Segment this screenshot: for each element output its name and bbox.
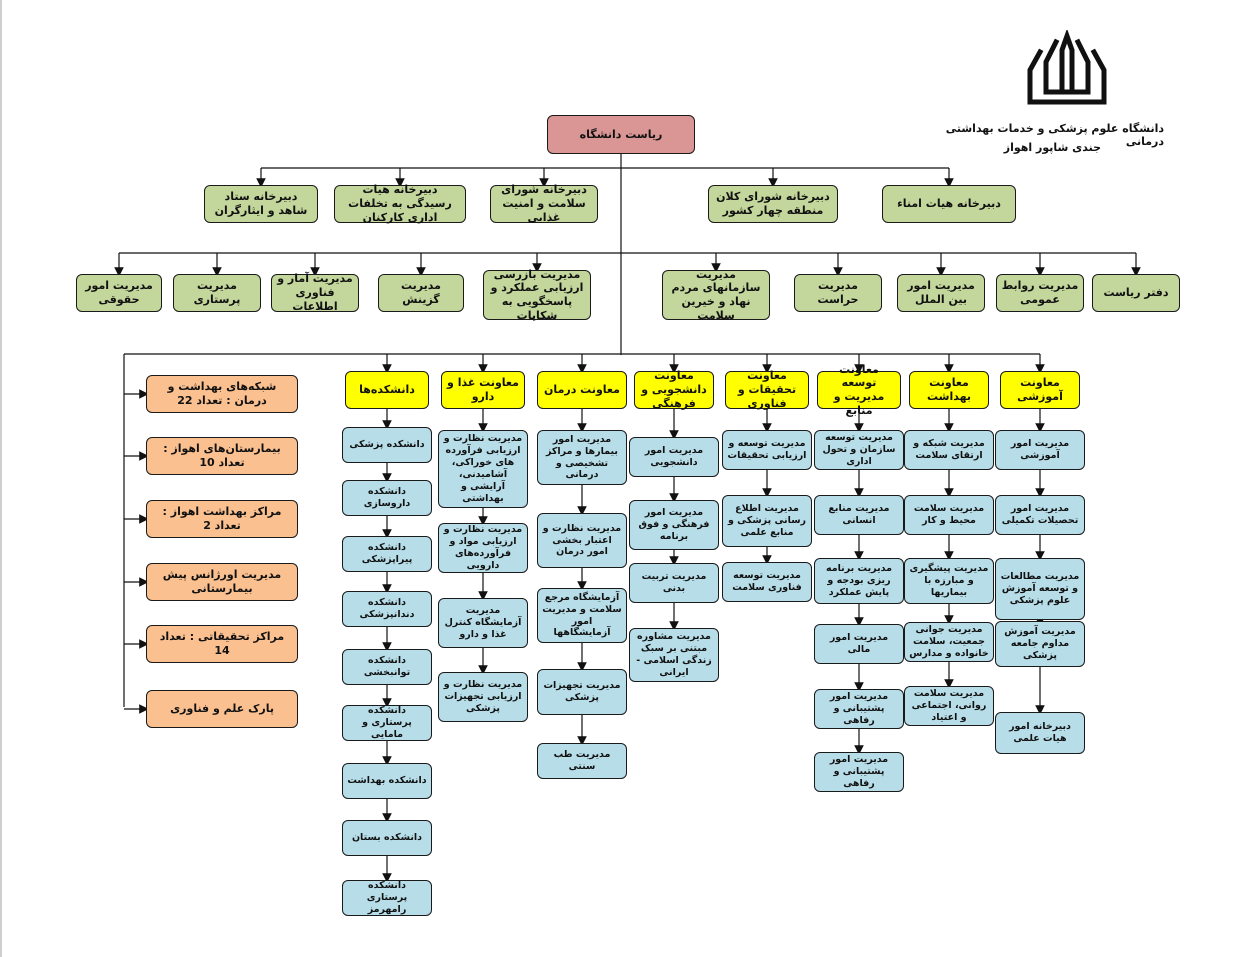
office-box: مدیریت امور حقوقی	[76, 274, 162, 312]
unit-box: مدیریت اطلاع رسانی پزشکی و منابع علمی	[722, 495, 812, 547]
unit-box: دانشکده دندانپزشکی	[342, 591, 432, 627]
unit-box: آزمایشگاه مرجع سلامت و مدیریت امور آزمای…	[537, 588, 627, 643]
unit-box: مدیریت سلامت روانی، اجتماعی و اعتیاد	[904, 686, 994, 726]
unit-box: مدیریت توسعه سازمان و تحول اداری	[814, 430, 904, 470]
unit-box: مدیریت امور پشتیبانی و رفاهی	[814, 752, 904, 792]
unit-box: مدیریت منابع انسانی	[814, 495, 904, 535]
university-name-line2: جندی شاپور اهواز	[1003, 141, 1101, 154]
stat-box: بیمارستان‌های اهواز : تعداد 10	[146, 437, 298, 475]
council-box: دبیرخانه هیات رسیدگی به تخلفات اداری کار…	[334, 183, 466, 224]
stat-box: مراکز بهداشت اهواز : تعداد 2	[146, 500, 298, 538]
unit-box: مدیریت شبکه و ارتقای سلامت	[904, 430, 994, 470]
unit-box: مدیریت امور بیمارها و مراکز تشخیصی و درم…	[537, 430, 627, 485]
unit-box: مدیریت مطالعات و توسعه آموزش علوم پزشکی	[995, 558, 1085, 620]
unit-box: مدیریت طب سنتی	[537, 743, 627, 779]
unit-box: مدیریت امور آموزشی	[995, 430, 1085, 470]
unit-box: مدیریت امور پشتیبانی و رفاهی	[814, 689, 904, 729]
unit-box: مدیریت توسعه فناوری سلامت	[722, 562, 812, 602]
university-logo	[1027, 30, 1107, 105]
unit-box: مدیریت امور مالی	[814, 624, 904, 664]
unit-box: دانشکده پزشکی	[342, 427, 432, 463]
council-box: دبیرخانه شورای کلان منطقه چهار کشور	[708, 185, 838, 223]
unit-box: مدیریت برنامه ریزی بودجه و پایش عملکرد	[814, 558, 904, 604]
unit-box: مدیریت امور فرهنگی و فوق برنامه	[629, 500, 719, 550]
office-box: مدیریت آمار و فناوری اطلاعات	[271, 272, 359, 313]
stat-box: شبکه‌های بهداشت و درمان : تعداد 22	[146, 375, 298, 413]
office-box: مدیریت امور بین الملل	[897, 274, 985, 312]
unit-box: مدیریت نظارت و ارزیابی مواد و فرآورده‌ها…	[438, 523, 528, 573]
office-box: مدیریت روابط عمومی	[996, 274, 1084, 312]
council-box: دبیرخانه شورای سلامت و امنیت غذایی	[490, 183, 598, 224]
university-name-line1: دانشگاه علوم پزشکی و خدمات بهداشتی درمان…	[945, 122, 1164, 148]
office-box: مدیریت گزینش	[378, 274, 464, 312]
stat-box: پارک علم و فناوری	[146, 690, 298, 728]
left-edge-line	[0, 0, 2, 957]
stat-box: مراکز تحقیقاتی : تعداد 14	[146, 625, 298, 663]
unit-box: دانشکده پرستاری رامهرمز	[342, 880, 432, 916]
unit-box: دانشکده بهداشت	[342, 763, 432, 799]
deputy-box: معاونت آموزشی	[1000, 371, 1080, 409]
unit-box: مدیریت نظارت و اعتبار بخشی امور درمان	[537, 513, 627, 568]
unit-box: دانشکده پرستاری و مامایی	[342, 705, 432, 741]
office-box: دفتر ریاست	[1092, 274, 1180, 312]
unit-box: مدیریت آموزش مداوم جامعه پزشکی	[995, 621, 1085, 667]
deputy-box: معاونت بهداشت	[909, 371, 989, 409]
stat-box: مدیریت اورژانس پیش بیمارستانی	[146, 563, 298, 601]
unit-box: مدیریت جوانی جمعیت، سلامت خانواده و مدار…	[904, 622, 994, 662]
deputy-box: معاونت دانشجویی و فرهنگی	[634, 369, 714, 410]
unit-box: دانشکده پیراپزشکی	[342, 536, 432, 572]
unit-box: دانشکده توانبخشی	[342, 649, 432, 685]
unit-box: مدیریت سلامت محیط و کار	[904, 495, 994, 535]
unit-box: مدیریت امور دانشجویی	[629, 437, 719, 477]
unit-box: دبیرخانه امور هیات علمی	[995, 712, 1085, 754]
unit-box: مدیریت آزمایشگاه کنترل غذا و دارو	[438, 598, 528, 648]
unit-box: مدیریت امور تحصیلات تکمیلی	[995, 495, 1085, 535]
unit-box: مدیریت نظارت و ارزیابی تجهیزات پزشکی	[438, 672, 528, 722]
council-box: دبیرخانه هیات امناء	[882, 185, 1016, 223]
unit-box: مدیریت نظارت و ارزیابی فرآورده های خوراک…	[438, 430, 528, 508]
unit-box: مدیریت توسعه و ارزیابی تحقیقات	[722, 430, 812, 470]
unit-box: دانشکده بستان	[342, 820, 432, 856]
deputy-box: معاونت تحقیقات و فناوری	[725, 369, 809, 410]
unit-box: مدیریت تربیت بدنی	[629, 563, 719, 603]
office-box: مدیریت پرستاری	[173, 274, 261, 312]
unit-box: مدیریت مشاوره مبتنی بر سبک زندگی اسلامی …	[629, 628, 719, 682]
unit-box: مدیریت تجهیزات پزشکی	[537, 669, 627, 715]
deputy-box: دانشکده‌ها	[345, 371, 429, 409]
office-box: مدیریت حراست	[794, 274, 882, 312]
deputy-box: معاونت درمان	[537, 371, 627, 409]
unit-box: دانشکده داروسازی	[342, 480, 432, 516]
unit-box: مدیریت پیشگیری و مبارزه با بیماریها	[904, 558, 994, 604]
deputy-box: معاونت توسعه مدیریت و منابع	[817, 363, 901, 417]
root-node: ریاست دانشگاه	[547, 115, 695, 154]
council-box: دبیرخانه ستاد شاهد و ایثارگران	[204, 185, 318, 223]
office-box: مدیریت بازرسی ارزیابی عملکرد و پاسخگویی …	[483, 268, 591, 322]
deputy-box: معاونت غذا و دارو	[441, 371, 525, 409]
office-box: مدیریت سازمانهای مردم نهاد و خیرین سلامت	[662, 268, 770, 322]
